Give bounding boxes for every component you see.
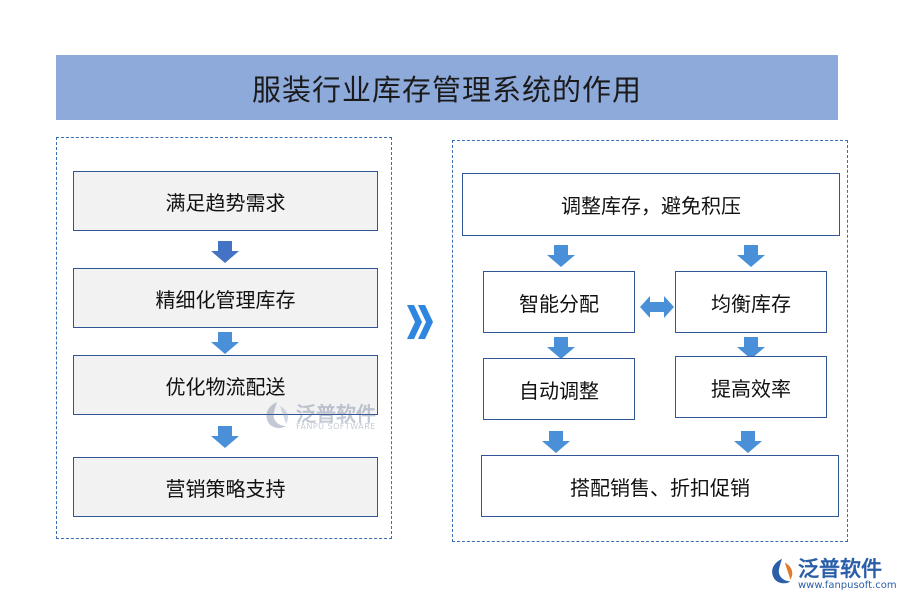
arrow-down-icon (547, 337, 575, 359)
step-logistics: 优化物流配送 (73, 355, 378, 415)
arrow-down-icon (547, 245, 575, 267)
arrow-down-icon (211, 332, 239, 354)
step-trend-demand: 满足趋势需求 (73, 171, 378, 231)
auto-adjust-box: 自动调整 (483, 358, 635, 420)
arrow-down-icon (542, 431, 570, 453)
left-panel (56, 137, 392, 539)
smart-allocation-box: 智能分配 (483, 271, 635, 333)
brand-logo: 泛普软件 www.fanpusoft.com (768, 553, 897, 597)
brand-name: 泛普软件 (798, 557, 882, 581)
fanpu-logo-icon (266, 402, 288, 429)
arrow-down-icon (211, 241, 239, 263)
improve-efficiency-box: 提高效率 (675, 356, 827, 418)
double-arrow-icon (640, 296, 674, 318)
arrow-down-icon (734, 431, 762, 453)
watermark: 泛普软件 FANPU SOFTWARE (262, 398, 382, 436)
brand-url: www.fanpusoft.com (798, 580, 897, 591)
watermark-name: 泛普软件 (296, 402, 376, 426)
double-chevron-right-icon (407, 305, 433, 339)
step-marketing: 营销策略支持 (73, 457, 378, 517)
step-fine-inventory: 精细化管理库存 (73, 268, 378, 328)
page-title: 服装行业库存管理系统的作用 (56, 55, 838, 120)
arrow-down-icon (737, 245, 765, 267)
arrow-down-icon (737, 337, 765, 359)
adjust-inventory-box: 调整库存，避免积压 (462, 173, 840, 236)
balance-inventory-box: 均衡库存 (675, 271, 827, 333)
fanpu-logo-icon (772, 558, 793, 584)
right-panel (452, 140, 848, 542)
watermark-subtitle: FANPU SOFTWARE (296, 422, 376, 431)
bundle-sales-box: 搭配销售、折扣促销 (481, 455, 839, 517)
arrow-down-icon (211, 426, 239, 448)
